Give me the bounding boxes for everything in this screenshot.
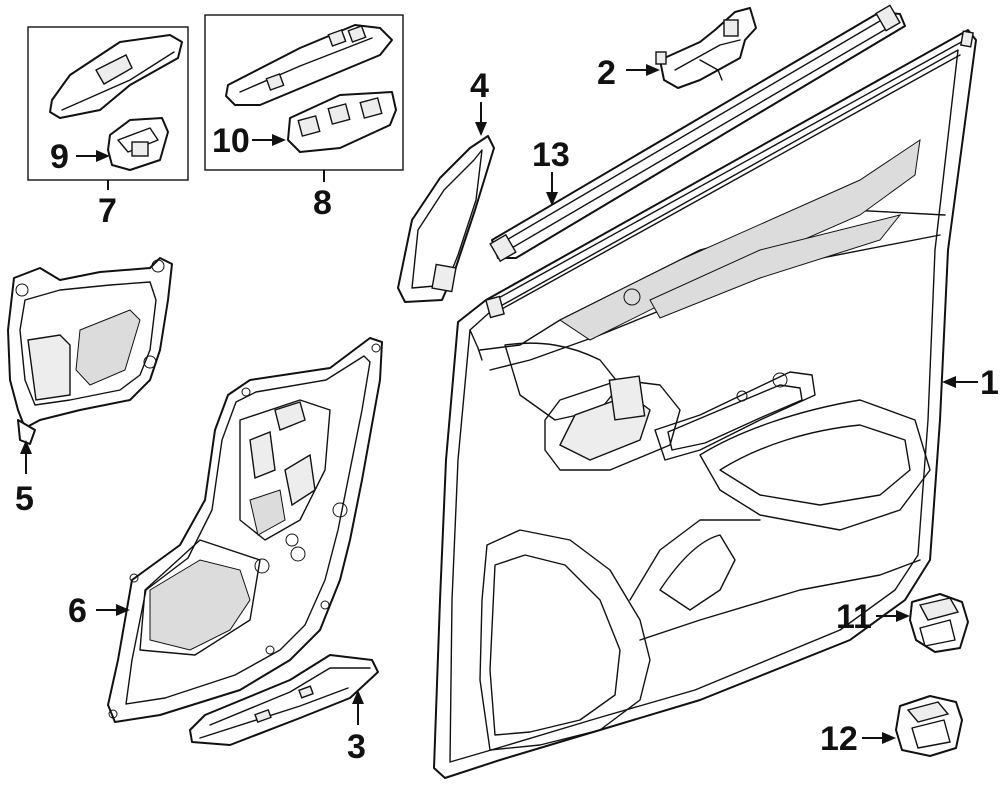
armrest-bracket — [7, 257, 173, 445]
callout-8: 8 — [313, 184, 332, 222]
callout-12: 12 — [820, 720, 858, 758]
pull-handle-cover — [189, 654, 379, 746]
callout-13: 13 — [532, 136, 570, 174]
mirror-bracket — [655, 7, 757, 89]
seat-switch-11 — [909, 593, 969, 653]
callout-9: 9 — [50, 138, 69, 176]
belt-weatherstrip — [489, 4, 906, 263]
callout-6: 6 — [68, 592, 87, 630]
switch-kit-box-8 — [204, 14, 404, 171]
switch-kit-box-7 — [27, 26, 189, 181]
callout-1: 1 — [980, 364, 999, 402]
callout-5: 5 — [15, 480, 34, 518]
seat-switch-12 — [895, 695, 963, 757]
callout-11: 11 — [836, 598, 872, 636]
callout-3: 3 — [347, 728, 366, 766]
callout-7: 7 — [98, 192, 117, 230]
door-inner-panel — [107, 337, 383, 723]
sail-panel-trim — [397, 135, 495, 303]
callout-10: 10 — [212, 122, 250, 160]
callout-4: 4 — [470, 67, 489, 105]
callout-2: 2 — [597, 54, 616, 92]
door-trim-panel — [433, 29, 977, 779]
